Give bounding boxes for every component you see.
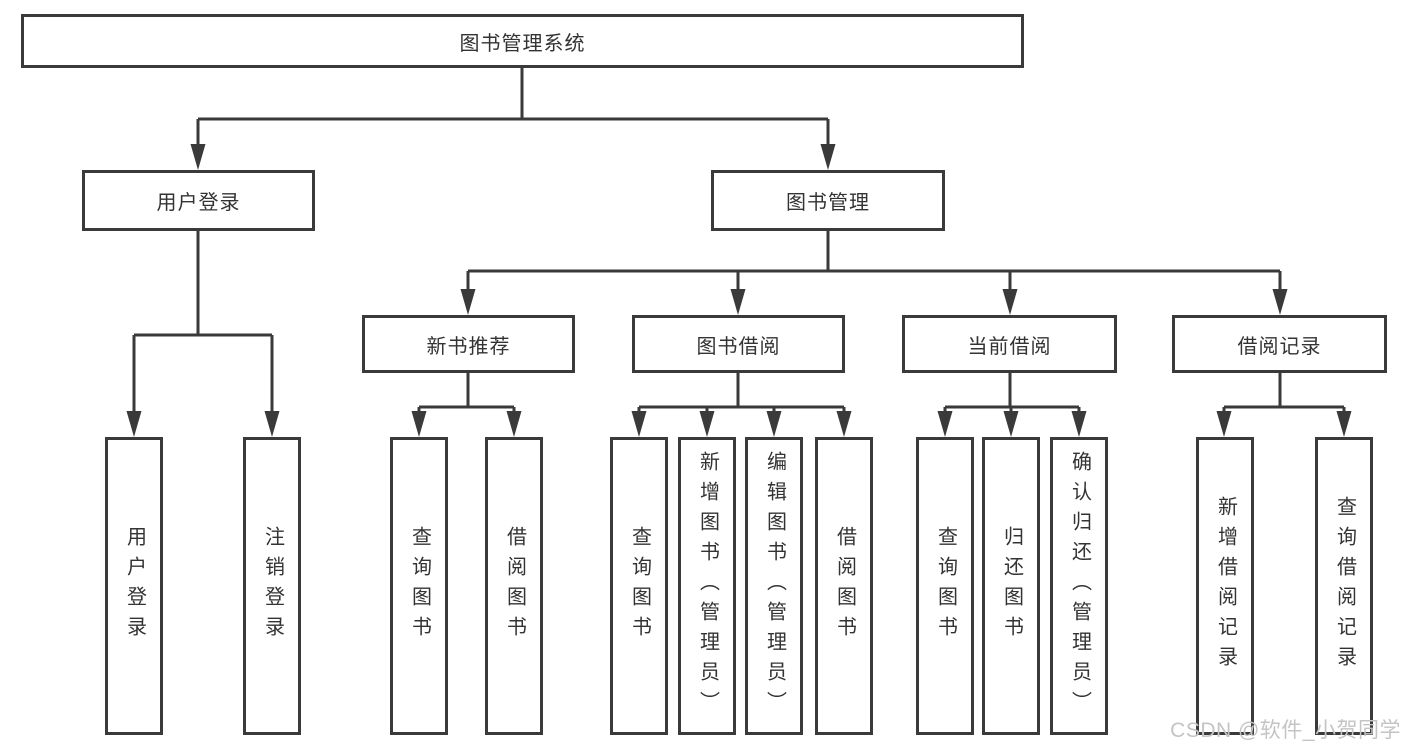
- arrowhead-down-icon: [631, 411, 647, 437]
- connector-bookmgmt-split: [468, 231, 1280, 273]
- node-label: 新增图书（管理员）: [696, 451, 719, 721]
- node-leaf-query-books-1: 查询图书: [390, 437, 448, 735]
- node-book-borrowing: 图书借阅: [632, 315, 845, 373]
- node-leaf-add-book-admin: 新增图书（管理员）: [678, 437, 736, 735]
- node-leaf-query-books-3: 查询图书: [916, 437, 974, 735]
- node-leaf-borrow-books-1: 借阅图书: [485, 437, 543, 735]
- connector-userlogin-split: [134, 231, 272, 337]
- arrowhead-down-icon: [1071, 411, 1087, 437]
- node-label: 查询图书: [934, 526, 957, 646]
- arrowhead-down-icon: [1272, 289, 1288, 315]
- arrowhead-down-icon: [1003, 411, 1019, 437]
- arrowhead-down-icon: [460, 289, 476, 315]
- arrowhead-down-icon: [820, 144, 836, 170]
- node-leaf-user-login: 用户登录: [105, 437, 163, 735]
- arrowhead-down-icon: [411, 411, 427, 437]
- connector-currentborrow-split: [945, 373, 1079, 409]
- node-new-book-recommend: 新书推荐: [362, 315, 575, 373]
- node-book-management: 图书管理: [711, 170, 945, 231]
- node-leaf-confirm-return-admin: 确认归还（管理员）: [1050, 437, 1108, 735]
- arrowhead-down-icon: [730, 289, 746, 315]
- node-library-system: 图书管理系统: [21, 14, 1024, 68]
- node-leaf-logout: 注销登录: [243, 437, 301, 735]
- arrowhead-down-icon: [1336, 411, 1352, 437]
- arrowhead-down-icon: [126, 411, 142, 437]
- node-borrowing-records: 借阅记录: [1172, 315, 1387, 373]
- node-leaf-add-borrow-record: 新增借阅记录: [1196, 437, 1254, 735]
- node-label: 注销登录: [261, 526, 284, 646]
- node-label: 借阅图书: [503, 526, 526, 646]
- arrowhead-down-icon: [1216, 411, 1232, 437]
- node-label: 查询图书: [408, 526, 431, 646]
- arrowhead-down-icon: [190, 144, 206, 170]
- arrowhead-down-icon: [264, 411, 280, 437]
- node-leaf-query-borrow-record: 查询借阅记录: [1315, 437, 1373, 735]
- node-label: 借阅图书: [833, 526, 856, 646]
- node-user-login: 用户登录: [82, 170, 315, 231]
- node-leaf-edit-book-admin: 编辑图书（管理员）: [745, 437, 803, 735]
- node-label: 新增借阅记录: [1214, 496, 1237, 676]
- arrowhead-down-icon: [836, 411, 852, 437]
- node-label: 编辑图书（管理员）: [763, 451, 786, 721]
- node-label: 查询图书: [628, 526, 651, 646]
- arrowhead-down-icon: [937, 411, 953, 437]
- connector-newbooks-split: [419, 373, 514, 409]
- arrowhead-down-icon: [506, 411, 522, 437]
- watermark: CSDN @软件_小贺同学: [1170, 719, 1401, 742]
- arrowhead-down-icon: [1002, 289, 1018, 315]
- node-leaf-return-book: 归还图书: [982, 437, 1040, 735]
- node-leaf-query-books-2: 查询图书: [610, 437, 668, 735]
- node-label: 归还图书: [1000, 526, 1023, 646]
- connector-bookborrow-split: [639, 373, 844, 409]
- connector-borrowrecords-split: [1224, 373, 1344, 409]
- node-label: 查询借阅记录: [1333, 496, 1356, 676]
- arrowhead-down-icon: [699, 411, 715, 437]
- node-label: 确认归还（管理员）: [1068, 451, 1091, 721]
- node-leaf-borrow-books-2: 借阅图书: [815, 437, 873, 735]
- node-label: 用户登录: [123, 526, 146, 646]
- connector-root-split: [198, 68, 828, 121]
- node-current-borrowing: 当前借阅: [902, 315, 1117, 373]
- arrowhead-down-icon: [766, 411, 782, 437]
